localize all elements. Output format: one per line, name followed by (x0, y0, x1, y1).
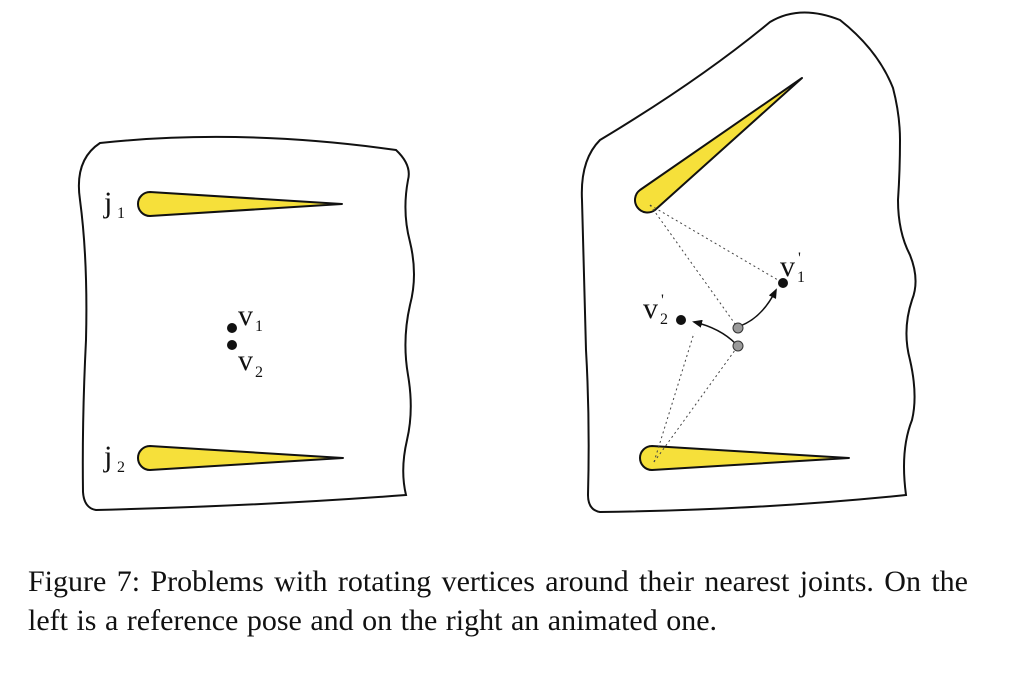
vertex-v1-original-point (732, 322, 744, 334)
joint-j2-label: j (103, 440, 112, 473)
influence-line-j2-old-v2 (653, 345, 739, 463)
vertex-v2-prime-label: v (643, 292, 658, 325)
animated-pose-panel: v ' 1 v ' 2 (580, 11, 917, 514)
vertex-v2-prime-subscript: 2 (660, 311, 668, 328)
reference-pose-panel: j 1 j 2 v 1 v 2 (77, 135, 415, 512)
influence-line-j2-new-v2 (653, 332, 695, 463)
vertex-v1-point (227, 323, 237, 333)
vertex-v2-prime-point (676, 315, 686, 325)
figure-caption: Figure 7: Problems with rotating vertice… (28, 565, 968, 637)
vertex-v1-prime-point (778, 278, 788, 288)
influence-line-j1-old-v1 (649, 204, 739, 329)
vertex-v1-subscript: 1 (255, 318, 263, 335)
bone-j2 (137, 445, 344, 471)
vertex-v2-point (227, 340, 237, 350)
vertex-v1-label: v (238, 299, 253, 332)
vertex-v2-subscript: 2 (255, 364, 263, 381)
influence-line-j1-new-v1 (649, 204, 784, 284)
reference-body-outline (77, 135, 415, 512)
joint-j1-label: j (103, 186, 112, 219)
vertex-v2-prime-mark: ' (661, 292, 664, 309)
joint-j1-subscript: 1 (117, 205, 125, 222)
bone-j1-rotated (634, 77, 803, 214)
vertex-v2-original-point (732, 340, 744, 352)
vertex-v2-label: v (238, 344, 253, 377)
joint-j2-subscript: 2 (117, 459, 125, 476)
vertex-v1-prime-label: v (780, 250, 795, 283)
animated-body-outline (580, 11, 917, 514)
arrow-v1-displacement (739, 288, 777, 327)
figure-diagram: j 1 j 2 v 1 v 2 v ' 1 v ' (77, 11, 917, 514)
vertex-v1-prime-subscript: 1 (797, 269, 805, 286)
bone-j1 (137, 191, 343, 217)
arrow-v2-displacement (692, 319, 737, 345)
bone-j2-animated (639, 445, 850, 471)
influence-lines (649, 204, 784, 463)
vertex-v1-prime-mark: ' (798, 250, 801, 267)
